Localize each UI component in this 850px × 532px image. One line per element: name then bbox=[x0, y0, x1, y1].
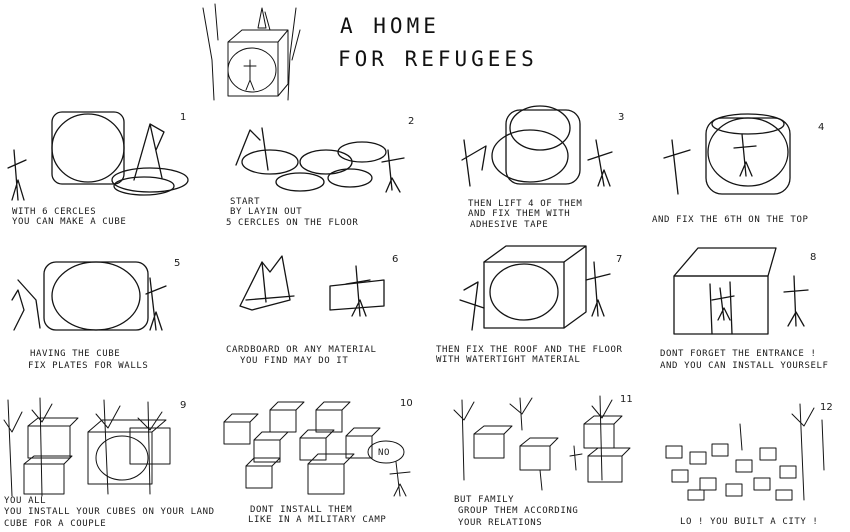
panel-12-caption-1: LO ! YOU BUILT A CITY ! bbox=[680, 517, 818, 527]
panel-1-number: 1 bbox=[180, 112, 186, 123]
panel-7-caption-2: WITH WATERTIGHT MATERIAL bbox=[436, 355, 580, 365]
panel-6-caption-2: YOU FIND MAY DO IT bbox=[240, 356, 348, 366]
panel-11-caption-3: YOUR RELATIONS bbox=[458, 518, 542, 528]
panel-12-number: 12 bbox=[820, 402, 833, 413]
panel-11-caption-2: GROUP THEM ACCORDING bbox=[458, 506, 578, 516]
panel-2-caption-2: BY LAYIN OUT bbox=[230, 207, 302, 217]
panel-4-sketch bbox=[664, 114, 790, 194]
panel-6-caption-1: CARDBOARD OR ANY MATERIAL bbox=[226, 345, 376, 355]
panel-1: 1 WITH 6 CERCLES YOU CAN MAKE A CUBE bbox=[8, 112, 188, 227]
panel-9-caption-1: YOU ALL bbox=[4, 496, 46, 506]
panel-5: 5 HAVING THE CUBE FIX PLATES FOR WALLS bbox=[12, 258, 180, 371]
panel-9-caption-2: YOU INSTALL YOUR CUBES ON YOUR LAND bbox=[4, 507, 215, 517]
panel-7-caption-1: THEN FIX THE ROOF AND THE FLOOR bbox=[436, 345, 623, 355]
panel-7-number: 7 bbox=[616, 254, 622, 265]
panel-2-number: 2 bbox=[408, 116, 414, 127]
panel-11-sketch bbox=[454, 396, 630, 490]
panel-10-caption-2: LIKE IN A MILITARY CAMP bbox=[248, 515, 386, 525]
title-line-2: FOR REFUGEES bbox=[338, 47, 538, 71]
panel-10: NO 10 DONT INSTALL THEM LIKE IN A MILITA… bbox=[224, 398, 413, 525]
panel-4: 4 AND FIX THE 6TH ON THE TOP bbox=[652, 114, 824, 225]
panel-12-sketch bbox=[666, 404, 824, 500]
panel-6: 6 CARDBOARD OR ANY MATERIAL YOU FIND MAY… bbox=[226, 254, 398, 366]
panel-8-caption-1: DONT FORGET THE ENTRANCE ! bbox=[660, 349, 816, 359]
panel-2: 2 START BY LAYIN OUT 5 CERCLES ON THE FL… bbox=[226, 116, 414, 228]
panel-10-caption-1: DONT INSTALL THEM bbox=[250, 505, 352, 515]
title-line-1: A HOME bbox=[340, 14, 440, 38]
panel-2-caption-3: 5 CERCLES ON THE FLOOR bbox=[226, 218, 358, 228]
panel-3-number: 3 bbox=[618, 112, 624, 123]
panel-10-speech: NO bbox=[378, 448, 390, 458]
panel-8-sketch bbox=[674, 248, 808, 334]
panel-11-number: 11 bbox=[620, 394, 633, 405]
panel-7: 7 THEN FIX THE ROOF AND THE FLOOR WITH W… bbox=[436, 246, 623, 365]
panel-1-caption-2: YOU CAN MAKE A CUBE bbox=[12, 217, 126, 227]
panel-3-sketch bbox=[462, 106, 612, 186]
panel-9-sketch bbox=[4, 398, 170, 496]
panel-3-caption-1: THEN LIFT 4 OF THEM bbox=[468, 199, 582, 209]
title-illustration bbox=[203, 4, 300, 100]
panel-5-number: 5 bbox=[174, 258, 180, 269]
panel-3-caption-2: AND FIX THEM WITH bbox=[468, 209, 570, 219]
panel-3: 3 THEN LIFT 4 OF THEM AND FIX THEM WITH … bbox=[462, 106, 624, 230]
panel-9: 9 YOU ALL YOU INSTALL YOUR CUBES ON YOUR… bbox=[4, 398, 215, 529]
panel-9-caption-3: CUBE FOR A COUPLE bbox=[4, 519, 106, 529]
panel-4-caption-1: AND FIX THE 6TH ON THE TOP bbox=[652, 215, 808, 225]
panel-8-number: 8 bbox=[810, 252, 816, 263]
panel-12: 12 LO ! YOU BUILT A CITY ! bbox=[666, 402, 833, 527]
panel-11: 11 BUT FAMILY GROUP THEM ACCORDING YOUR … bbox=[454, 394, 633, 528]
panel-5-caption-2: FIX PLATES FOR WALLS bbox=[28, 361, 148, 371]
panel-6-sketch bbox=[240, 256, 384, 316]
panel-10-number: 10 bbox=[400, 398, 413, 409]
panel-5-caption-1: HAVING THE CUBE bbox=[30, 349, 120, 359]
panel-8: 8 DONT FORGET THE ENTRANCE ! AND YOU CAN… bbox=[660, 248, 829, 371]
panel-7-sketch bbox=[460, 246, 610, 330]
panel-8-caption-2: AND YOU CAN INSTALL YOURSELF bbox=[660, 361, 829, 371]
panel-5-sketch bbox=[12, 262, 166, 330]
panel-4-number: 4 bbox=[818, 122, 824, 133]
panel-2-sketch bbox=[236, 128, 404, 192]
panel-2-caption-1: START bbox=[230, 197, 260, 207]
panel-1-sketch bbox=[8, 112, 188, 200]
panel-9-number: 9 bbox=[180, 400, 186, 411]
panel-6-number: 6 bbox=[392, 254, 398, 265]
panel-3-caption-3: ADHESIVE TAPE bbox=[470, 220, 548, 230]
panel-1-caption-1: WITH 6 CERCLES bbox=[12, 207, 96, 217]
panel-11-caption-1: BUT FAMILY bbox=[454, 495, 514, 505]
